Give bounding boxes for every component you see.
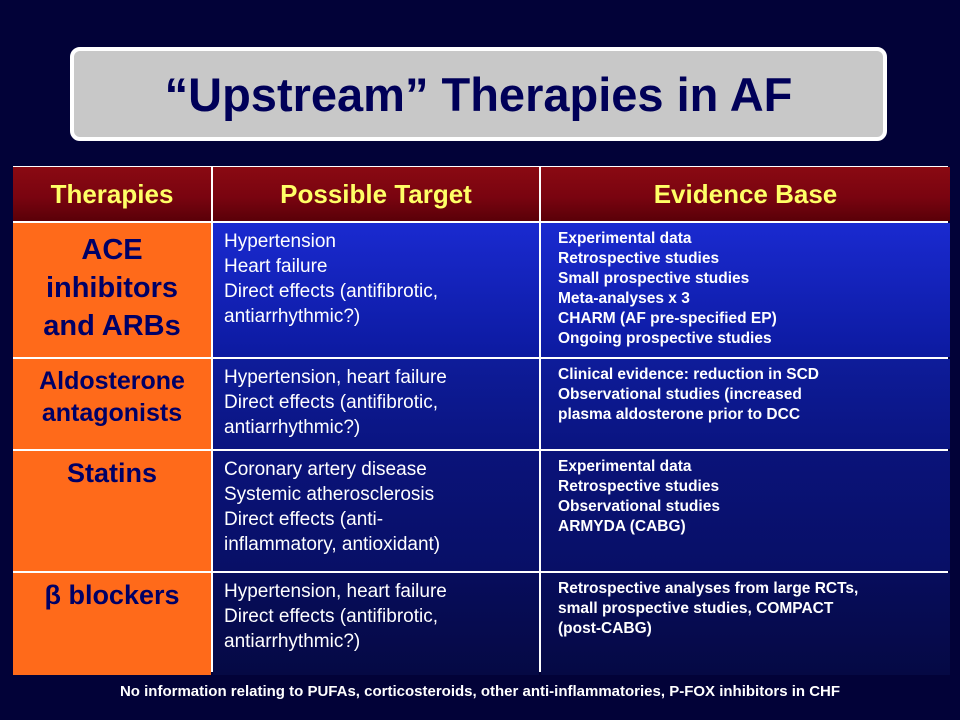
therapy-ace-inhibitors: ACE inhibitors and ARBs: [13, 223, 211, 357]
therapy-line: and ARBs: [43, 310, 181, 342]
title-box: “Upstream” Therapies in AF: [70, 47, 887, 141]
target-line: Direct effects (anti-: [224, 509, 384, 530]
evidence-statins: Experimental data Retrospective studies …: [541, 451, 950, 571]
target-line: Coronary artery disease: [224, 459, 427, 480]
therapy-statins: Statins: [13, 451, 211, 571]
evidence-line: Ongoing prospective studies: [558, 330, 772, 347]
target-line: antiarrhythmic?): [224, 631, 361, 652]
header-possible-target: Possible Target: [213, 167, 539, 221]
target-ace: Hypertension Heart failure Direct effect…: [213, 223, 539, 357]
evidence-aldosterone: Clinical evidence: reduction in SCD Obse…: [541, 359, 950, 449]
evidence-line: Meta-analyses x 3: [558, 290, 690, 307]
therapy-line: Statins: [66, 458, 158, 488]
evidence-line: Observational studies (increased: [558, 386, 802, 403]
evidence-line: Observational studies: [558, 498, 720, 515]
target-line: Hypertension, heart failure: [224, 367, 447, 388]
evidence-line: Experimental data: [558, 458, 692, 475]
therapy-beta-blockers: β blockers: [13, 573, 211, 675]
header-therapies: Therapies: [13, 167, 211, 221]
target-line: Direct effects (antifibrotic,: [224, 606, 439, 627]
evidence-line: plasma aldosterone prior to DCC: [558, 406, 801, 423]
target-line: Systemic atherosclerosis: [224, 484, 435, 505]
footnote: No information relating to PUFAs, cortic…: [119, 683, 841, 700]
target-line: Hypertension: [224, 231, 336, 252]
evidence-line: Retrospective studies: [558, 478, 720, 495]
evidence-line: ARMYDA (CABG): [558, 518, 686, 535]
evidence-ace: Experimental data Retrospective studies …: [541, 223, 950, 357]
evidence-line: (post-CABG): [558, 620, 652, 637]
evidence-line: Retrospective analyses from large RCTs,: [558, 580, 859, 597]
therapy-line: β blockers: [44, 580, 180, 610]
target-line: Heart failure: [224, 256, 328, 277]
therapy-aldosterone-antagonists: Aldosterone antagonists: [13, 359, 211, 449]
slide-title: “Upstream” Therapies in AF: [164, 67, 793, 121]
target-line: Direct effects (antifibrotic,: [224, 281, 439, 302]
evidence-line: Retrospective studies: [558, 250, 720, 267]
therapy-line: ACE: [81, 234, 143, 266]
target-line: inflammatory, antioxidant): [224, 534, 441, 555]
target-beta-blockers: Hypertension, heart failure Direct effec…: [213, 573, 539, 675]
target-statins: Coronary artery disease Systemic atheros…: [213, 451, 539, 571]
evidence-line: Small prospective studies: [558, 270, 750, 287]
therapy-line: Aldosterone: [39, 367, 185, 395]
target-aldosterone: Hypertension, heart failure Direct effec…: [213, 359, 539, 449]
target-line: Direct effects (antifibrotic,: [224, 392, 439, 413]
evidence-line: Experimental data: [558, 230, 692, 247]
target-line: antiarrhythmic?): [224, 306, 361, 327]
therapy-line: inhibitors: [45, 272, 179, 304]
evidence-line: small prospective studies, COMPACT: [558, 600, 834, 617]
target-line: antiarrhythmic?): [224, 417, 361, 438]
therapies-table: Therapies Possible Target Evidence Base …: [13, 166, 950, 675]
evidence-beta-blockers: Retrospective analyses from large RCTs, …: [541, 573, 950, 675]
header-evidence-base: Evidence Base: [541, 167, 950, 221]
target-line: Hypertension, heart failure: [224, 581, 447, 602]
therapy-line: antagonists: [41, 399, 183, 427]
evidence-line: Clinical evidence: reduction in SCD: [558, 366, 819, 383]
evidence-line: CHARM (AF pre-specified EP): [558, 310, 777, 327]
